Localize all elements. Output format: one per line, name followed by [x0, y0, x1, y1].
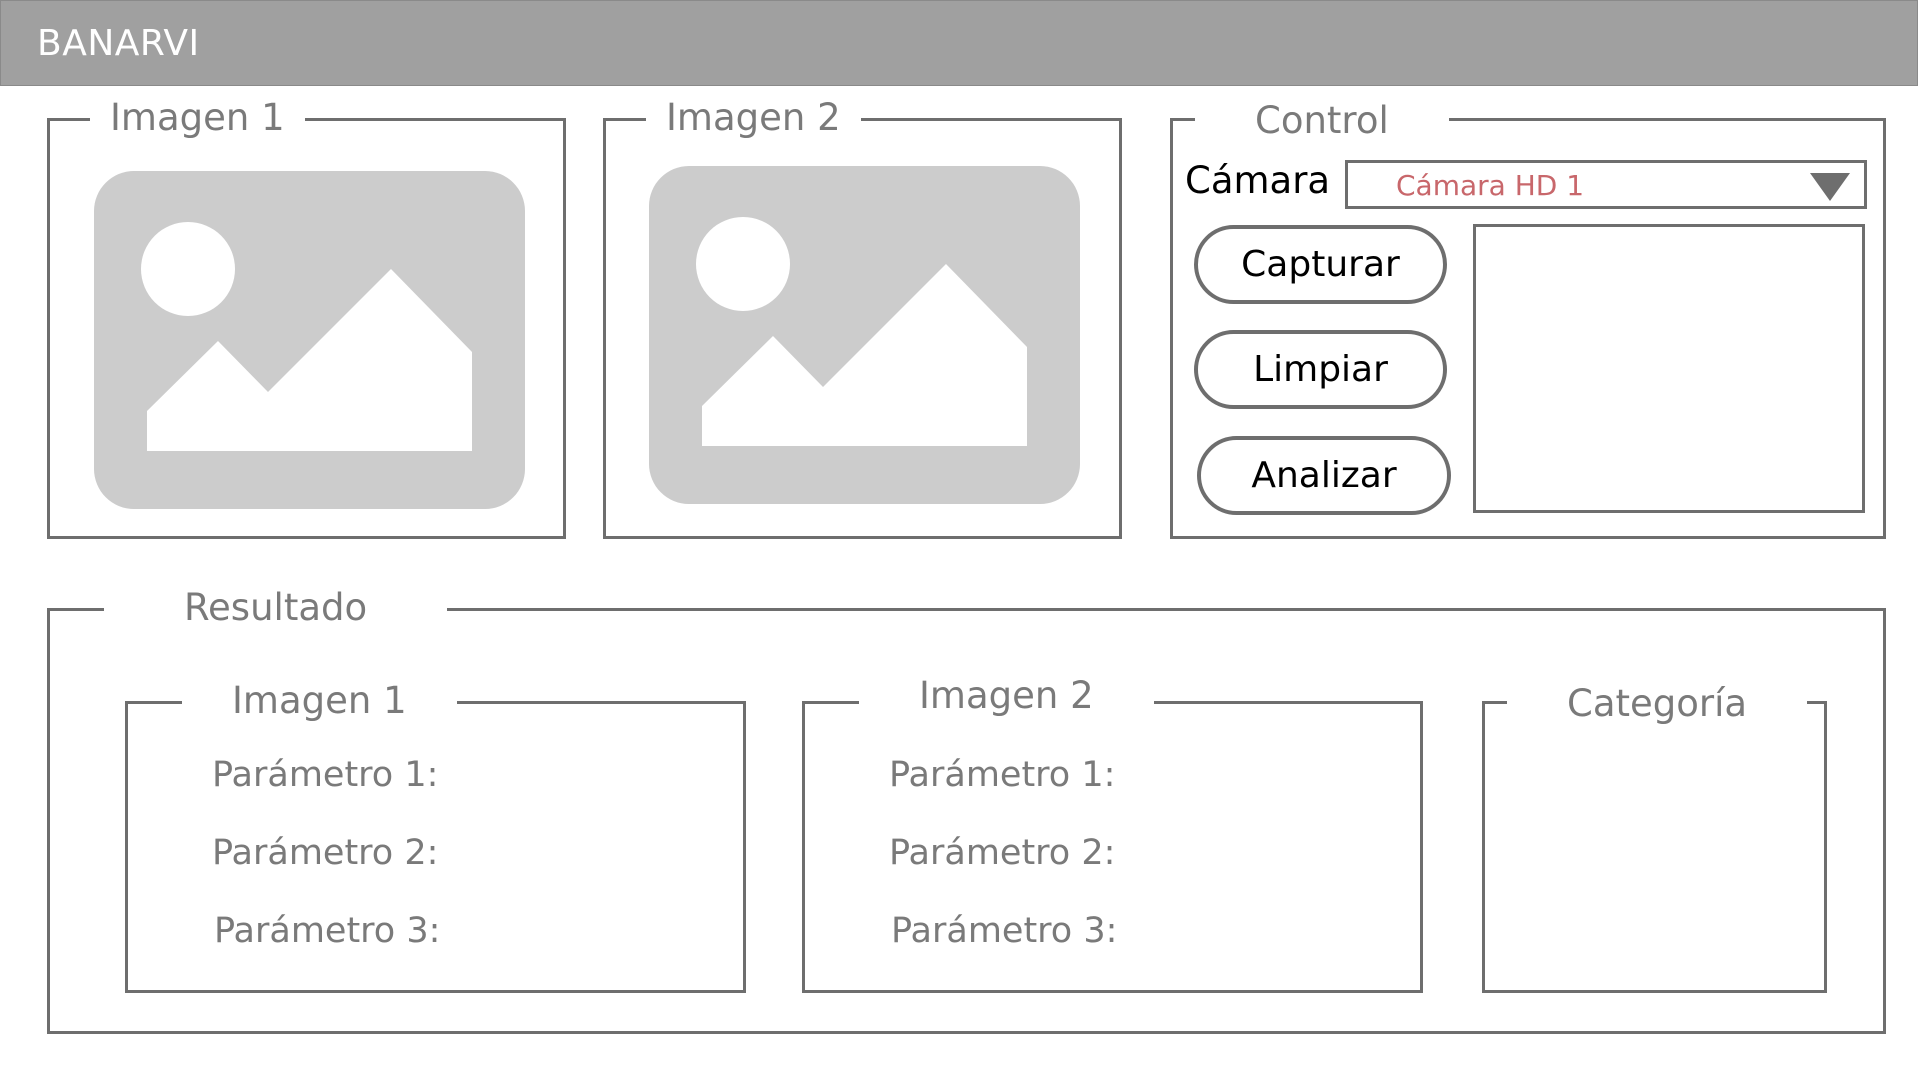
image2-placeholder [649, 166, 1080, 504]
camera-select-value: Cámara HD 1 [1396, 169, 1585, 202]
control-panel: Control Cámara Cámara HD 1 Capturar Limp… [1170, 99, 1886, 539]
title-bar: BANARVI [0, 0, 1918, 86]
analyze-button[interactable]: Analizar [1197, 436, 1451, 515]
result-panel-title: Resultado [104, 586, 448, 630]
image-placeholder-icon [141, 222, 472, 451]
image2-panel-title: Imagen 2 [646, 96, 861, 140]
result-image2-title: Imagen 2 [859, 674, 1154, 718]
image1-panel: Imagen 1 [47, 96, 566, 539]
clear-button[interactable]: Limpiar [1194, 330, 1447, 409]
result-image2-param-1: Parámetro 1: [889, 755, 1116, 795]
image1-panel-title: Imagen 1 [90, 96, 305, 140]
image2-panel: Imagen 2 [603, 96, 1122, 539]
app-title: BANARVI [37, 23, 200, 64]
dropdown-arrow-icon[interactable] [1810, 173, 1850, 201]
result-image2-panel: Imagen 2 Parámetro 1: Parámetro 2: Parám… [802, 674, 1423, 993]
result-image1-param-3: Parámetro 3: [214, 911, 441, 951]
result-image2-param-2: Parámetro 2: [889, 833, 1116, 873]
image1-placeholder [94, 171, 525, 509]
category-panel-title: Categoría [1507, 682, 1808, 726]
control-panel-title: Control [1195, 99, 1449, 143]
result-image1-panel: Imagen 1 Parámetro 1: Parámetro 2: Parám… [125, 679, 746, 993]
category-panel: Categoría [1482, 682, 1827, 993]
image-placeholder-icon [696, 217, 1027, 446]
result-image1-title: Imagen 1 [182, 679, 457, 723]
camera-preview-box [1473, 224, 1865, 513]
capture-button[interactable]: Capturar [1194, 225, 1447, 304]
result-panel: Resultado Imagen 1 Parámetro 1: Parámetr… [47, 586, 1886, 1034]
camera-select[interactable]: Cámara HD 1 [1345, 160, 1867, 209]
result-image1-param-2: Parámetro 2: [212, 833, 439, 873]
result-image2-param-3: Parámetro 3: [891, 911, 1118, 951]
result-image1-param-1: Parámetro 1: [212, 755, 439, 795]
camera-label: Cámara [1185, 159, 1331, 202]
